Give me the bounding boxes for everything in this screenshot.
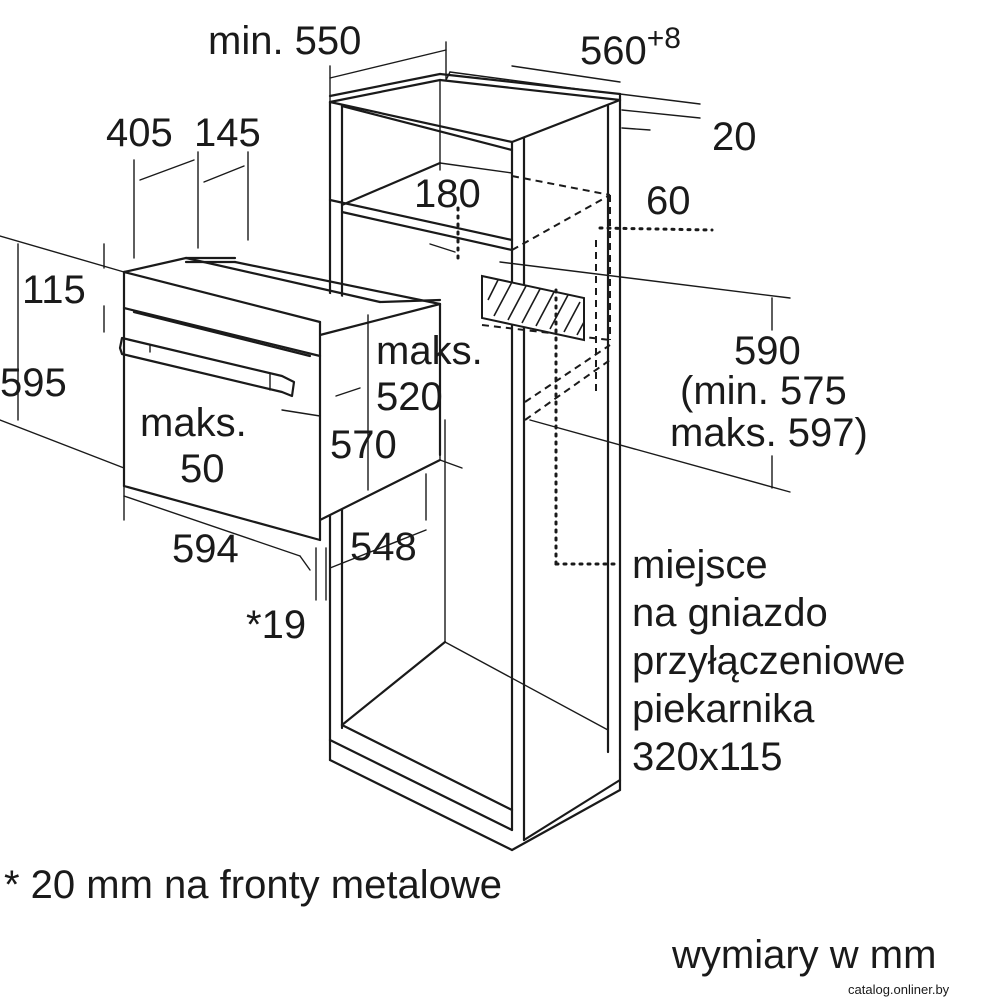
label-maks-520-line1: maks. [376, 329, 483, 373]
label-maks-520-line2: 520 [376, 375, 443, 419]
tall-cabinet [328, 72, 622, 852]
footnote-metal-fronts: * 20 mm na fronty metalowe [4, 863, 502, 907]
units-note: wymiary w mm [671, 933, 936, 977]
label-560: 560+8 [580, 22, 681, 73]
label-115: 115 [22, 268, 86, 312]
vent-opening [481, 274, 585, 342]
label-maks-597: maks. 597) [670, 411, 868, 455]
watermark: catalog.onliner.by [848, 982, 950, 997]
label-595: 595 [0, 361, 67, 405]
socket-label: miejsce na gniazdo przyłączeniowe piekar… [632, 543, 905, 779]
label-145: 145 [194, 111, 261, 155]
label-180: 180 [414, 172, 481, 216]
label-590: 590 [734, 329, 801, 373]
dimension-lines [0, 41, 791, 601]
label-60: 60 [646, 179, 691, 223]
label-min-550: min. 550 [208, 19, 361, 63]
label-405: 405 [106, 111, 173, 155]
socket-label-line5: 320x115 [632, 735, 783, 779]
socket-label-line1: miejsce [632, 543, 768, 587]
label-maks-50-line1: maks. [140, 401, 247, 445]
label-19: *19 [246, 603, 306, 647]
label-maks-50-line2: 50 [180, 447, 225, 491]
label-560-sup: +8 [647, 22, 681, 55]
socket-label-line4: piekarnika [632, 687, 815, 731]
label-548: 548 [350, 525, 417, 569]
socket-label-line3: przyłączeniowe [632, 639, 905, 683]
label-min-575: (min. 575 [680, 369, 847, 413]
oven-unit [118, 256, 442, 542]
label-560-base: 560 [580, 29, 647, 73]
socket-label-line2: na gniazdo [632, 591, 828, 635]
label-570: 570 [330, 423, 397, 467]
label-594: 594 [172, 527, 239, 571]
label-20: 20 [712, 115, 757, 159]
